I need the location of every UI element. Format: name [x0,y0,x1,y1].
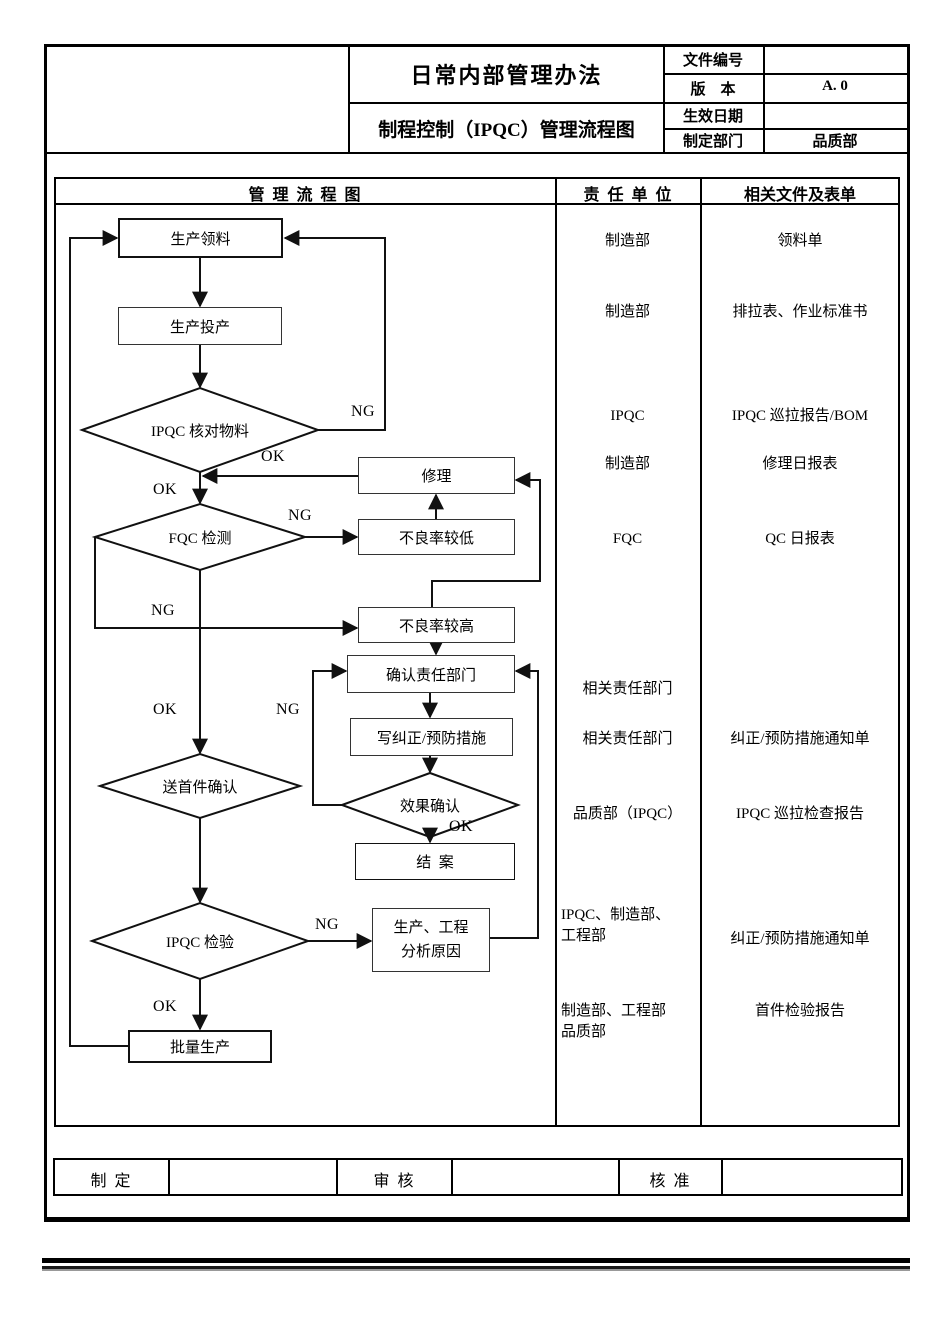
approval-divider [336,1158,338,1196]
bottom-rule-thick [42,1258,910,1263]
approval-label-made-by: 制 定 [90,1173,131,1190]
column-divider [700,177,702,1127]
document-cell: 首件检验报告 [754,1003,845,1019]
flow-node-effect-confirm-label: 效果确认 [399,799,460,815]
document-cell: IPQC 巡拉检查报告 [736,806,864,822]
responsible-cell: 制造部 [604,233,650,249]
edge-label-ng: NG [275,701,301,718]
header-divider [348,102,907,104]
responsible-cell: 制造部、工程部 品质部 [561,1003,667,1040]
flow-node-produce-start: 生产投产 [118,307,282,345]
responsible-cell: 相关责任部门 [582,681,673,697]
document-cell: QC 日报表 [765,531,835,547]
approval-label-reviewed-by: 审 核 [373,1173,414,1190]
edge-label-ok: OK [448,818,474,835]
responsible-cell: 品质部（IPQC） [572,806,683,822]
flow-node-check-material-label: IPQC 核对物料 [151,424,249,440]
flow-node-ipqc-inspect-label: IPQC 检验 [166,935,234,951]
flow-node-first-article-label: 送首件确认 [162,780,238,796]
approval-divider [451,1158,453,1196]
field-label-effective-date: 生效日期 [682,109,743,125]
document-cell: IPQC 巡拉报告/BOM [731,408,869,424]
page-border [44,44,910,1222]
field-value-version: A. 0 [822,78,848,94]
header-divider [663,128,907,130]
flow-node-mass-production: 批量生产 [128,1030,272,1063]
approval-label-approved-by: 核 准 [649,1173,690,1190]
header-bottom-border [44,152,907,154]
document-cell: 领料单 [777,233,823,249]
header-divider [348,44,350,154]
approval-table-border [53,1158,903,1196]
edge-label-ng: NG [150,602,176,619]
field-label-version: 版 本 [690,82,736,98]
header-divider [663,44,665,154]
flow-node-low-defect-rate: 不良率较低 [358,519,515,555]
edge-label-ok: OK [260,448,286,465]
flow-node-fqc-test-label: FQC 检测 [168,531,232,547]
responsible-cell: 制造部 [604,456,650,472]
responsible-cell: FQC [612,531,643,547]
column-header-responsible: 责 任 单 位 [583,187,672,204]
responsible-cell: 制造部 [604,304,650,320]
header-divider [763,44,765,154]
flow-node-analyze-cause: 生产、工程 分析原因 [372,908,490,972]
edge-label-ng: NG [350,403,376,420]
field-label-doc-number: 文件编号 [682,53,743,69]
document-cell: 纠正/预防措施通知单 [730,931,870,947]
approval-divider [168,1158,170,1196]
flow-node-write-corrective-action: 写纠正/预防措施 [350,718,513,756]
responsible-cell: IPQC [610,408,645,424]
edge-label-ng: NG [314,916,340,933]
document-cell: 排拉表、作业标准书 [732,304,868,320]
flow-node-close-case: 结 案 [355,843,515,880]
field-label-issuing-dept: 制定部门 [682,134,743,150]
approval-divider [721,1158,723,1196]
flow-node-repair: 修理 [358,457,515,494]
edge-label-ok: OK [152,701,178,718]
bottom-rule-thin [42,1266,910,1269]
column-header-flow: 管 理 流 程 图 [248,187,361,204]
document-cell: 纠正/预防措施通知单 [730,731,870,747]
document-subtitle: 制程控制（IPQC）管理流程图 [378,119,635,141]
edge-label-ok: OK [152,998,178,1015]
header-divider [663,73,907,75]
column-header-documents: 相关文件及表单 [743,187,856,204]
field-value-issuing-dept: 品质部 [812,134,858,150]
responsible-cell: 相关责任部门 [582,731,673,747]
column-header-divider [54,203,900,205]
edge-label-ng: NG [287,507,313,524]
column-divider [555,177,557,1127]
approval-divider [618,1158,620,1196]
document-cell: 修理日报表 [762,456,838,472]
edge-label-ok: OK [152,481,178,498]
responsible-cell: IPQC、制造部、 工程部 [561,907,671,944]
flow-node-high-defect-rate: 不良率较高 [358,607,515,643]
flow-node-confirm-dept: 确认责任部门 [347,655,515,693]
main-table-border [54,177,900,1127]
flow-node-produce-pick: 生产领料 [118,218,283,258]
document-title: 日常内部管理办法 [410,62,603,88]
